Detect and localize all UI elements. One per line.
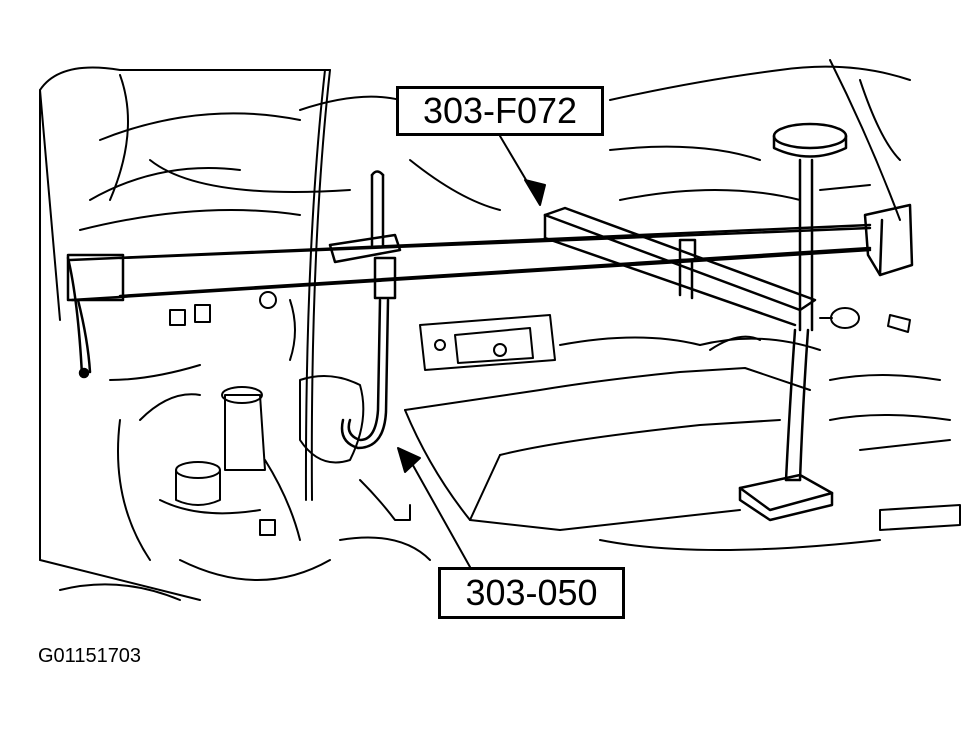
engine-hoist-cable — [304, 69, 331, 501]
engine-components-left — [109, 291, 365, 581]
engine-support-bar — [66, 203, 914, 379]
callout-text-bottom: 303-050 — [465, 572, 598, 613]
lifting-hook — [328, 170, 402, 450]
hood-outline — [39, 59, 911, 561]
engine-components-right — [39, 307, 961, 601]
engine-cover — [404, 314, 821, 531]
arrow-to-support-bar — [499, 135, 546, 206]
support-bar-arm — [543, 206, 817, 327]
tool-callout-303-050: 303-050 — [438, 567, 625, 619]
tool-callout-303-f072: 303-F072 — [396, 86, 604, 136]
figure-id: G01151703 — [38, 645, 142, 667]
support-post — [738, 122, 848, 522]
callout-text-top: 303-F072 — [422, 90, 578, 131]
arrow-to-hook — [397, 447, 471, 568]
